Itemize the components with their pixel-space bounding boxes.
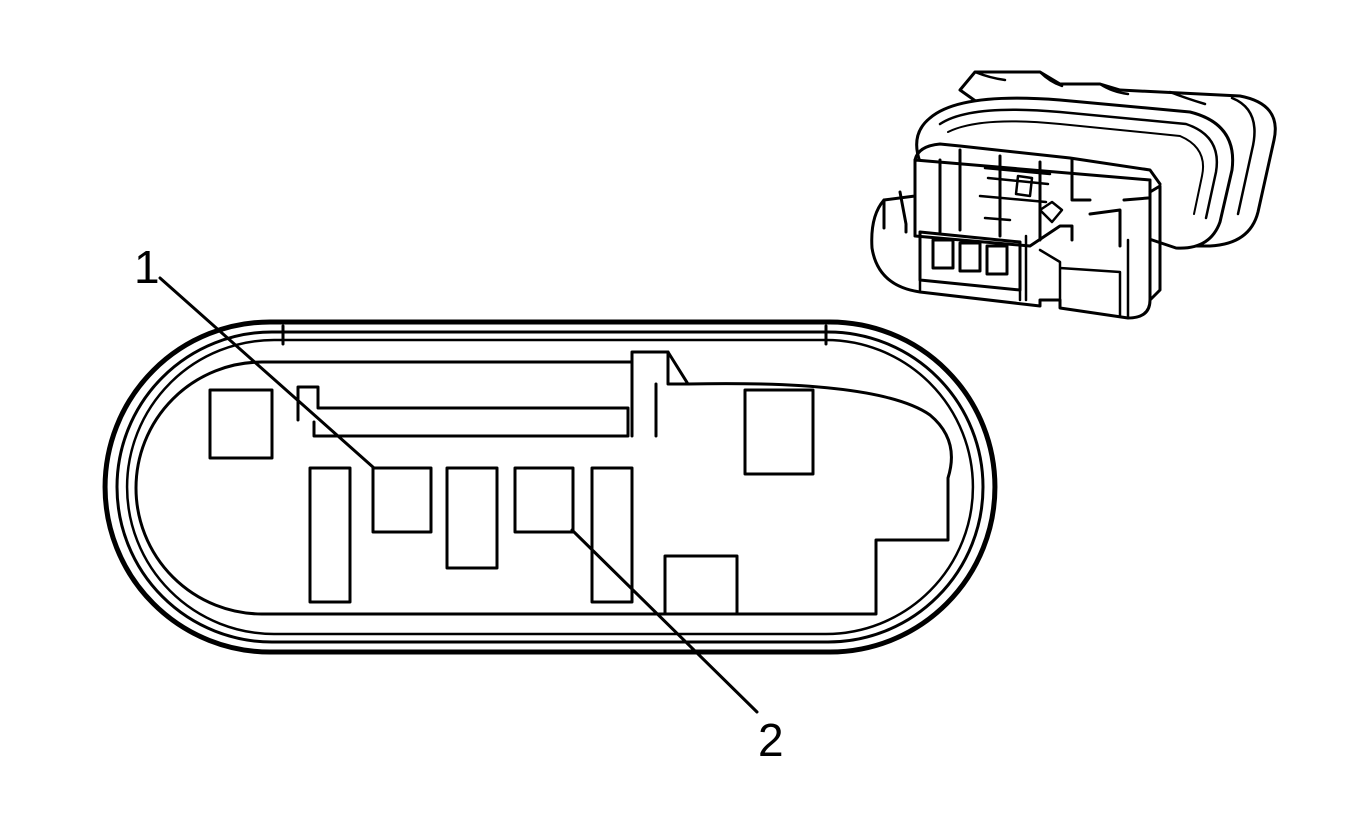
cavity-terminal-2 bbox=[513, 466, 575, 534]
connector-housing-outer bbox=[102, 319, 998, 655]
cavity-top-left bbox=[208, 388, 274, 460]
connector-latch-strip bbox=[281, 324, 828, 346]
connector-seal-ring-line bbox=[947, 120, 1204, 215]
cavity-slot-2 bbox=[445, 466, 499, 570]
connector-face-view bbox=[102, 319, 998, 655]
connector-terminal-window-1 bbox=[931, 238, 955, 270]
connector-side-guide-left bbox=[882, 190, 908, 234]
terminal-cavity-outline bbox=[134, 350, 953, 616]
connector-housing-ring-3 bbox=[125, 338, 975, 636]
callout-leaders bbox=[158, 276, 759, 714]
cavity-bottom-right bbox=[663, 554, 739, 616]
callout-1-label: 1 bbox=[134, 241, 160, 293]
cavity-top-right bbox=[743, 388, 815, 476]
callout-1-leader bbox=[158, 276, 376, 470]
connector-terminal-window-2 bbox=[958, 241, 982, 273]
connector-isometric-view bbox=[870, 70, 1277, 320]
cavity-terminal-1 bbox=[371, 466, 433, 534]
connector-front-shroud bbox=[870, 158, 1152, 320]
callout-2-leader bbox=[570, 528, 759, 714]
connector-seal-ring-inner bbox=[938, 108, 1219, 220]
connector-rear-ribs bbox=[973, 70, 1256, 216]
connector-lock-tab bbox=[1038, 200, 1064, 224]
cavity-slot-3 bbox=[590, 466, 634, 604]
connector-housing-inner-ring bbox=[115, 330, 985, 644]
connector-front-detail bbox=[918, 230, 1130, 320]
connector-shroud-top bbox=[913, 142, 1162, 186]
connector-terminal-window-3 bbox=[985, 244, 1009, 276]
cavity-divider bbox=[296, 350, 690, 438]
callout-2-label: 2 bbox=[758, 714, 784, 766]
connector-latch-detail bbox=[978, 166, 1052, 222]
connector-side-guide-right bbox=[1088, 184, 1162, 302]
cavity-slot-1 bbox=[308, 466, 352, 604]
